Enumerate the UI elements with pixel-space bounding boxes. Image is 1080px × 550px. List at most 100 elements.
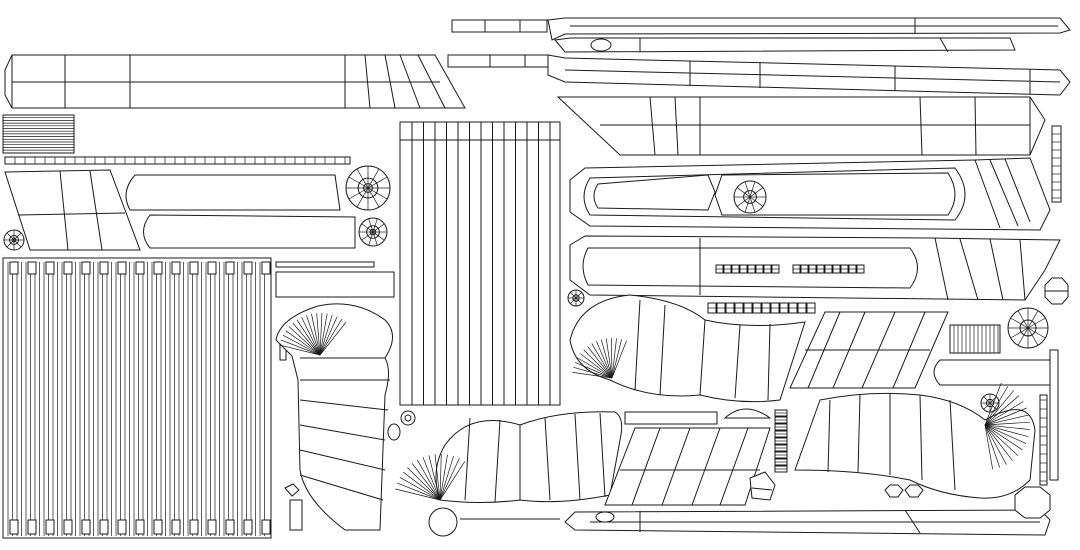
uv-wire-rect	[244, 262, 252, 274]
uv-wire-line	[940, 38, 948, 52]
uv-wire-line	[985, 425, 1030, 429]
uv-wire-ellipse	[596, 512, 614, 522]
uv-wire-rect	[136, 262, 144, 274]
uv-wire-line	[1011, 328, 1028, 338]
uv-wire-line	[985, 390, 1014, 425]
uv-wire-rect	[46, 262, 54, 274]
uv-wire-line	[300, 475, 383, 500]
uv-wire-line	[662, 428, 690, 505]
uv-wire-rect	[950, 325, 1000, 353]
uv-wire-line	[373, 219, 377, 232]
uv-shell-rod-top	[452, 18, 1070, 52]
uv-wire-line	[545, 418, 550, 500]
uv-shell-curved-sweep	[276, 304, 393, 530]
uv-wire-line	[281, 340, 320, 355]
uv-shell-semi-disc	[725, 409, 770, 418]
uv-wire-rect	[28, 262, 36, 274]
uv-shell-notch-stack	[775, 410, 787, 472]
uv-wire-polygon	[750, 472, 775, 500]
uv-wire-line	[635, 300, 640, 390]
uv-wire-polygon	[548, 18, 1070, 40]
uv-wire-rect	[82, 262, 90, 274]
uv-wire-rect	[226, 520, 234, 534]
uv-wire-line	[985, 415, 1029, 425]
uv-wire-polygon	[558, 97, 1045, 155]
uv-wire-polygon	[605, 428, 770, 505]
uv-wire-line	[750, 197, 763, 206]
uv-wire-line	[1018, 328, 1028, 345]
uv-wire-line	[975, 97, 976, 155]
uv-shell-curved-sweep-lower	[795, 393, 1035, 498]
uv-wire-line	[737, 197, 750, 206]
uv-wire-line	[985, 425, 1028, 437]
uv-wire-line	[1028, 318, 1045, 328]
uv-wire-line	[573, 367, 612, 378]
uv-shell-group	[985, 383, 1030, 469]
uv-wire-line	[297, 320, 320, 355]
uv-shell-small-disc	[388, 411, 457, 536]
uv-wire-line	[570, 292, 576, 298]
uv-wire-line	[317, 313, 320, 355]
uv-wire-rect	[262, 262, 270, 274]
uv-wire-line	[611, 338, 612, 378]
uv-wire-path	[715, 173, 955, 215]
uv-wire-rect	[290, 500, 302, 530]
uv-wire-line	[418, 55, 445, 108]
uv-wire-path	[584, 168, 965, 220]
uv-wire-line	[570, 298, 576, 304]
uv-wire-line	[606, 338, 612, 378]
uv-shell-top-left-plank	[5, 55, 465, 108]
uv-wire-polygon	[548, 55, 1070, 95]
uv-wire-line	[1005, 159, 1030, 222]
uv-wire-line	[985, 425, 1006, 465]
uv-wire-line	[365, 55, 370, 108]
uv-wire-line	[369, 219, 373, 232]
uv-wire-rect	[262, 520, 270, 534]
uv-wire-rect	[10, 520, 18, 534]
uv-wire-line	[400, 55, 420, 108]
uv-wire-line	[985, 386, 1008, 425]
uv-wire-line	[935, 238, 948, 300]
uv-wire-line	[369, 232, 373, 245]
uv-shell-striped-block	[3, 115, 74, 153]
uv-wire-line	[440, 461, 465, 500]
uv-wire-ellipse	[591, 39, 611, 51]
uv-wire-line	[985, 408, 1027, 425]
uv-wire-line	[320, 322, 346, 355]
uv-wire-line	[565, 70, 1060, 82]
uv-wire-rect	[400, 122, 560, 405]
uv-wire-line	[575, 362, 612, 378]
uv-wire-line	[289, 327, 320, 355]
uv-wire-line	[985, 425, 1026, 444]
uv-wire-line	[612, 339, 622, 378]
uv-wire-line	[385, 55, 395, 108]
uv-wire-line	[362, 224, 373, 232]
uv-shell-capsule-panel	[570, 158, 1050, 230]
uv-wire-line	[283, 335, 320, 355]
uv-wire-line	[828, 400, 830, 472]
uv-wire-line	[984, 397, 990, 403]
uv-wire-line	[395, 489, 440, 500]
uv-wire-line	[985, 396, 1019, 425]
uv-shell-group	[395, 454, 465, 500]
uv-wire-polygon	[1015, 487, 1050, 518]
uv-wire-rect	[452, 20, 547, 32]
uv-shell-rod-middle	[448, 55, 1070, 95]
uv-wire-line	[985, 401, 1023, 425]
uv-wire-ellipse	[388, 424, 400, 440]
uv-wire-line	[349, 177, 368, 188]
uv-wire-line	[362, 232, 373, 240]
uv-wire-polygon	[555, 38, 1015, 52]
uv-wire-rect	[1052, 126, 1061, 202]
uv-wire-rect	[276, 262, 374, 267]
uv-shell-edge-strip-low	[1040, 350, 1058, 485]
uv-wire-rect	[64, 262, 72, 274]
uv-shell-grid-block	[950, 325, 1000, 353]
uv-wire-line	[429, 455, 440, 500]
uv-shell-group	[279, 313, 346, 355]
uv-wire-rect	[172, 262, 180, 274]
uv-wire-line	[440, 458, 459, 500]
uv-shell-skewed-panel	[790, 312, 948, 388]
uv-wire-line	[368, 188, 387, 199]
uv-shell-lower-skewed-panel	[605, 428, 770, 505]
